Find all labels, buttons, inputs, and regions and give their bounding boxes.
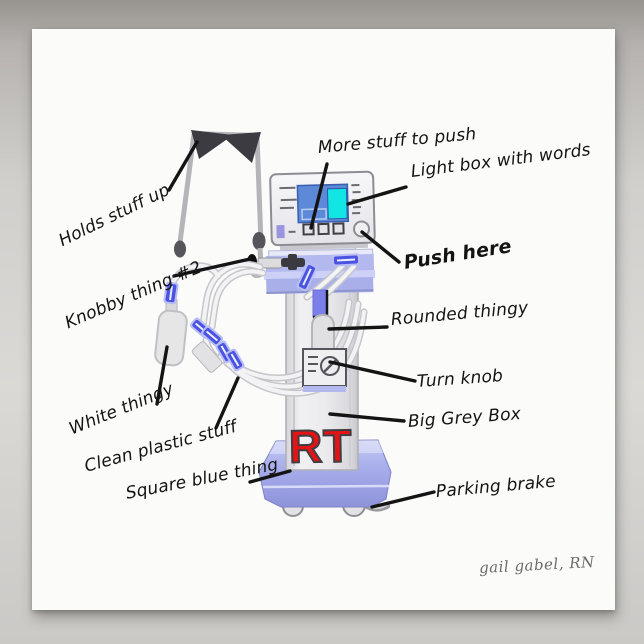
pointer-line xyxy=(360,230,401,264)
panel-button xyxy=(332,222,345,235)
white-thingy-humidifier xyxy=(154,299,188,367)
arm-gusset-right xyxy=(221,132,261,163)
support-arm xyxy=(174,130,266,267)
panel-lavender-switch xyxy=(276,224,285,239)
rounded-thingy-canister xyxy=(311,313,335,355)
pointer-line xyxy=(167,140,199,192)
tube-connector xyxy=(225,348,245,372)
tube-elbow xyxy=(191,341,223,373)
screen-cyan-display xyxy=(326,187,348,220)
tube-connector xyxy=(331,253,361,267)
blue-port xyxy=(312,289,329,319)
pointer-line xyxy=(172,257,252,278)
pointer-line xyxy=(328,360,417,383)
tube-connector xyxy=(200,325,224,347)
tube-connector xyxy=(296,262,318,292)
arm-gusset-left xyxy=(191,130,233,159)
rt-logo: RT xyxy=(288,418,354,473)
pointer-line xyxy=(346,185,408,206)
annotation-lines xyxy=(155,140,436,509)
pointer-line xyxy=(328,412,406,423)
panel-button xyxy=(317,222,330,236)
turn-knob-panel xyxy=(302,348,347,392)
tube-connector xyxy=(163,281,179,305)
pointer-line xyxy=(370,490,436,509)
pointer-line xyxy=(248,469,292,484)
pointer-line xyxy=(327,325,389,331)
pointer-line xyxy=(309,162,329,230)
pointer-line xyxy=(155,345,169,406)
pointer-line xyxy=(214,376,240,430)
